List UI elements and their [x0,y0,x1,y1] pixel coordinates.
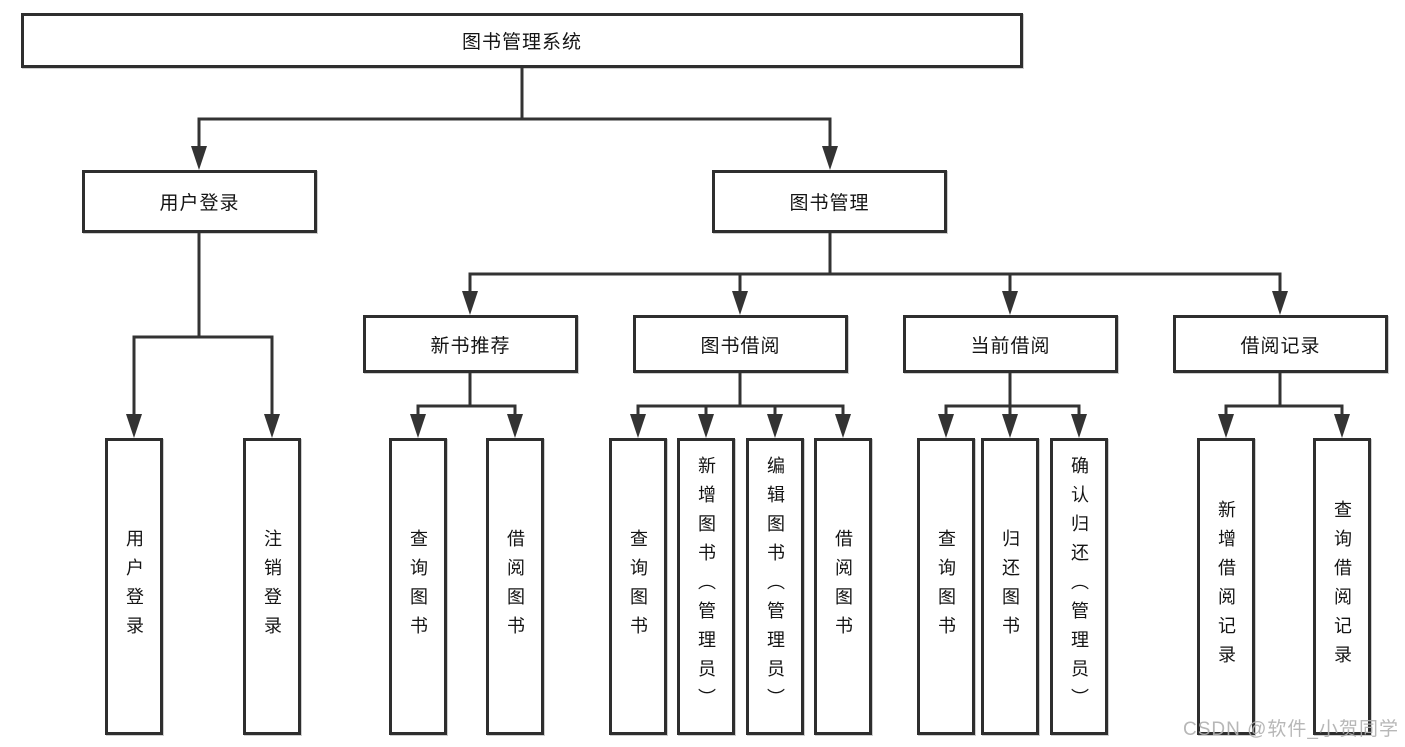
node-library-management-system: 图书管理系统 [21,13,1023,68]
connector-new-book-recommend-to-leaves [410,373,523,438]
leaf-label: 查询借阅记录 [1332,499,1352,674]
leaf-query-books: 查询图书 [609,438,667,735]
node-label: 新书推荐 [430,335,511,357]
leaf-label: 借阅图书 [833,528,853,645]
leaf-label: 查询图书 [408,528,428,645]
leaf-borrow-books: 借阅图书 [814,438,872,735]
node-label: 图书借阅 [700,335,781,357]
csdn-watermark: CSDN @软件_小贺同学 [1183,719,1399,740]
leaf-edit-books-admin: 编辑图书（管理员） [746,438,804,735]
connector-book-management-to-level3 [462,233,1288,315]
leaf-label: 查询图书 [628,528,648,645]
leaf-user-login: 用户登录 [105,438,163,735]
node-new-book-recommend: 新书推荐 [363,315,578,373]
node-book-management: 图书管理 [712,170,947,233]
node-label: 用户登录 [159,193,240,214]
leaf-confirm-return-admin: 确认归还（管理员） [1050,438,1108,735]
node-current-borrow: 当前借阅 [903,315,1118,373]
node-book-borrow: 图书借阅 [633,315,848,373]
node-label: 图书管理系统 [461,32,582,53]
leaf-label: 借阅图书 [505,528,525,645]
node-label: 当前借阅 [970,335,1051,357]
leaf-return-books: 归还图书 [981,438,1039,735]
node-label: 借阅记录 [1240,335,1321,357]
leaf-query-borrow-record: 查询借阅记录 [1313,438,1371,735]
leaf-label: 查询图书 [936,528,956,645]
leaf-label: 归还图书 [1000,528,1020,645]
connector-root-to-level2 [191,68,838,170]
leaf-label: 用户登录 [124,528,144,645]
connector-book-borrow-to-leaves [630,373,851,438]
leaf-add-books-admin: 新增图书（管理员） [677,438,735,735]
leaf-query-books: 查询图书 [917,438,975,735]
connector-borrow-records-to-leaves [1218,373,1350,438]
leaf-label: 新增图书（管理员） [696,456,716,717]
node-label: 图书管理 [789,193,870,214]
leaf-borrow-books: 借阅图书 [486,438,544,735]
leaf-label: 编辑图书（管理员） [765,456,785,717]
connector-current-borrow-to-leaves [938,373,1087,438]
node-borrow-records: 借阅记录 [1173,315,1388,373]
leaf-label: 确认归还（管理员） [1069,456,1089,717]
leaf-label: 新增借阅记录 [1216,499,1236,674]
leaf-query-books: 查询图书 [389,438,447,735]
leaf-label: 注销登录 [262,528,282,645]
leaf-logout: 注销登录 [243,438,301,735]
node-user-login: 用户登录 [82,170,317,233]
connector-user-login-to-leaves [126,233,280,438]
leaf-add-borrow-record: 新增借阅记录 [1197,438,1255,735]
